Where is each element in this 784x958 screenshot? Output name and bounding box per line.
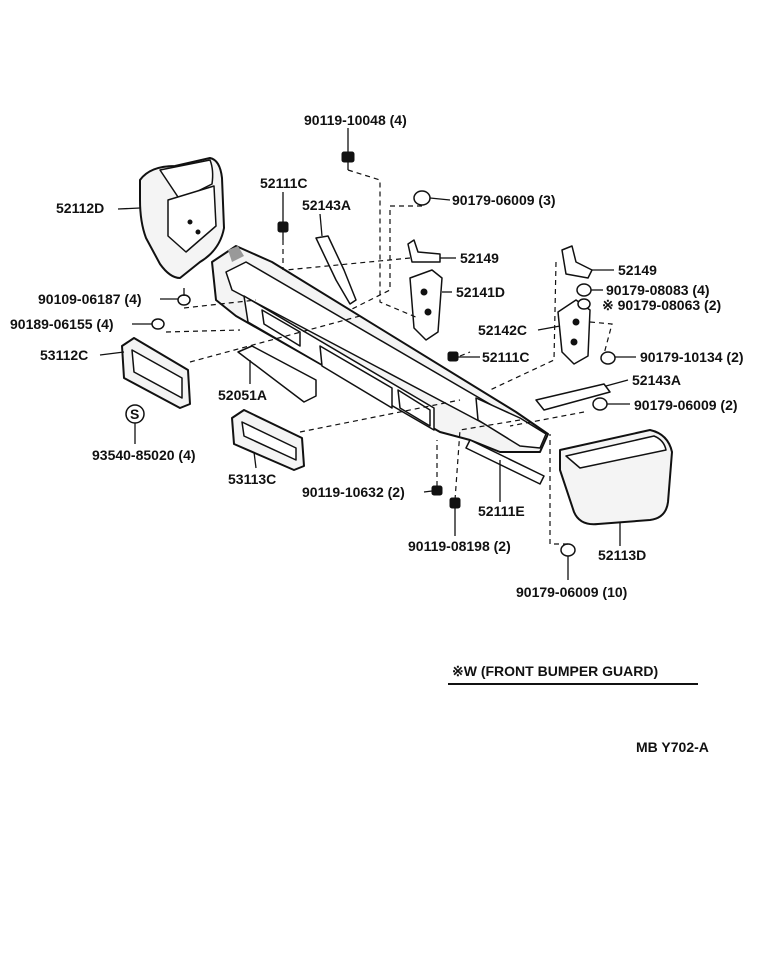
label-52143a-right: 52143A	[632, 372, 681, 388]
right-bumper-end	[559, 429, 673, 526]
lamp-housing-53112c	[121, 337, 191, 409]
bracket-52143a-top	[315, 235, 357, 305]
bumper-guard-note: ※W (FRONT BUMPER GUARD)	[452, 663, 658, 679]
bumper-beam	[211, 245, 549, 485]
lamp-housing-53113c	[231, 409, 305, 471]
label-52051a: 52051A	[218, 387, 267, 403]
label-52141d: 52141D	[456, 284, 505, 300]
part-labels: 90119-10048 (4) 52111C 52112D 52143A 901…	[10, 112, 744, 600]
bracket-52149-left	[407, 239, 441, 263]
label-52142c: 52142C	[478, 322, 527, 338]
label-52113d: 52113D	[598, 547, 646, 563]
s-marker: S	[130, 406, 139, 422]
diagram-code: MB Y702-A	[636, 739, 709, 755]
label-52112d: 52112D	[56, 200, 104, 216]
label-52149-b: 52149	[618, 262, 657, 278]
label-93540-85020: 93540-85020 (4)	[92, 447, 196, 463]
label-52111e: 52111E	[478, 503, 525, 519]
label-90179-06009-10: 90179-06009 (10)	[516, 584, 627, 600]
label-90119-08198: 90119-08198 (2)	[408, 538, 511, 554]
label-53113c: 53113C	[228, 471, 276, 487]
bracket-52149-right	[561, 245, 593, 279]
label-52143a-top: 52143A	[302, 197, 351, 213]
label-90109-06187: 90109-06187 (4)	[38, 291, 142, 307]
label-90179-08063: ※ 90179-08063 (2)	[602, 297, 721, 313]
label-90179-08083: 90179-08083 (4)	[606, 282, 710, 298]
bracket-52143a-right	[535, 383, 611, 411]
label-90119-10632: 90119-10632 (2)	[302, 484, 405, 500]
label-52149-a: 52149	[460, 250, 499, 266]
label-90179-10134: 90179-10134 (2)	[640, 349, 744, 365]
label-leaders	[99, 128, 636, 580]
label-52111c-top: 52111C	[260, 175, 308, 191]
label-90179-06009-3: 90179-06009 (3)	[452, 192, 556, 208]
label-90179-06009-2: 90179-06009 (2)	[634, 397, 738, 413]
stay-52142c	[557, 299, 591, 365]
stay-52141d	[409, 269, 443, 341]
grille-52051a	[237, 345, 317, 403]
dashed-leaders	[165, 169, 613, 545]
label-90119-10048: 90119-10048 (4)	[304, 112, 407, 128]
label-53112c: 53112C	[40, 347, 88, 363]
label-52111c-mid: 52111C	[482, 349, 530, 365]
left-bumper-end	[139, 157, 225, 279]
label-90189-06155: 90189-06155 (4)	[10, 316, 114, 332]
